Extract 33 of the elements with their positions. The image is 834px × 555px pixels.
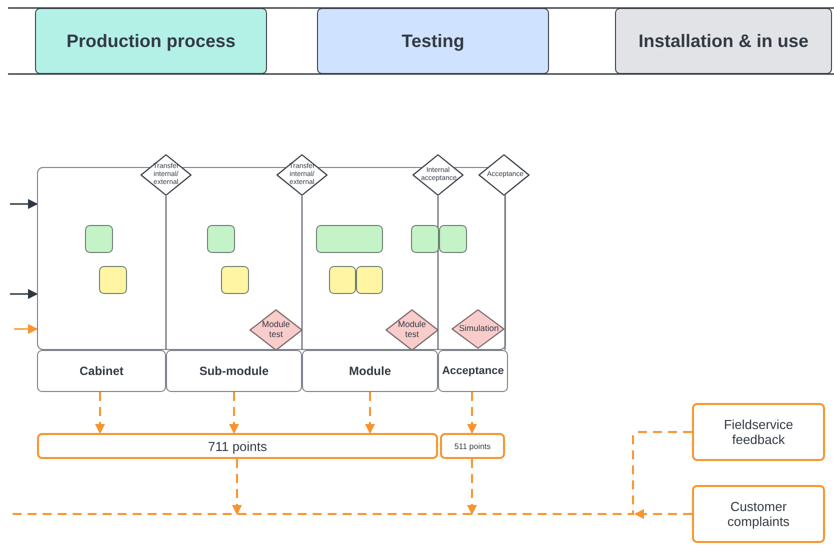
arrow xyxy=(634,509,692,519)
points-box: 711 points xyxy=(37,433,438,459)
test-diamond: Module test xyxy=(249,309,303,351)
process-block xyxy=(439,225,467,253)
input-box: Customer complaints xyxy=(692,485,825,543)
process-block xyxy=(85,225,113,253)
arrow xyxy=(95,392,105,434)
stage-box: Sub-module xyxy=(166,350,302,392)
process-block xyxy=(221,266,249,294)
test-diamond: Module test xyxy=(385,309,439,351)
process-block xyxy=(316,225,383,253)
stage-box: Cabinet xyxy=(37,350,166,392)
process-block xyxy=(207,225,235,253)
arrow xyxy=(365,392,375,434)
process-block xyxy=(329,266,356,294)
points-box: 511 points xyxy=(440,433,505,459)
arrow xyxy=(10,289,38,299)
arrow xyxy=(10,199,38,209)
stage-box: Acceptance xyxy=(438,350,508,392)
arrow xyxy=(232,459,242,515)
input-box: Fieldservice feedback xyxy=(692,403,825,461)
phase-header: Installation & in use xyxy=(615,8,832,74)
stage-box: Module xyxy=(302,350,438,392)
phase-header: Production process xyxy=(35,8,267,74)
test-diamond: Simulation xyxy=(451,309,505,349)
arrow xyxy=(467,392,477,434)
process-block xyxy=(99,266,127,294)
process-block xyxy=(356,266,383,294)
arrow xyxy=(467,459,477,515)
phase-header: Testing xyxy=(317,8,549,74)
arrow xyxy=(229,392,239,434)
arrow xyxy=(14,324,38,334)
process-block xyxy=(411,225,439,253)
